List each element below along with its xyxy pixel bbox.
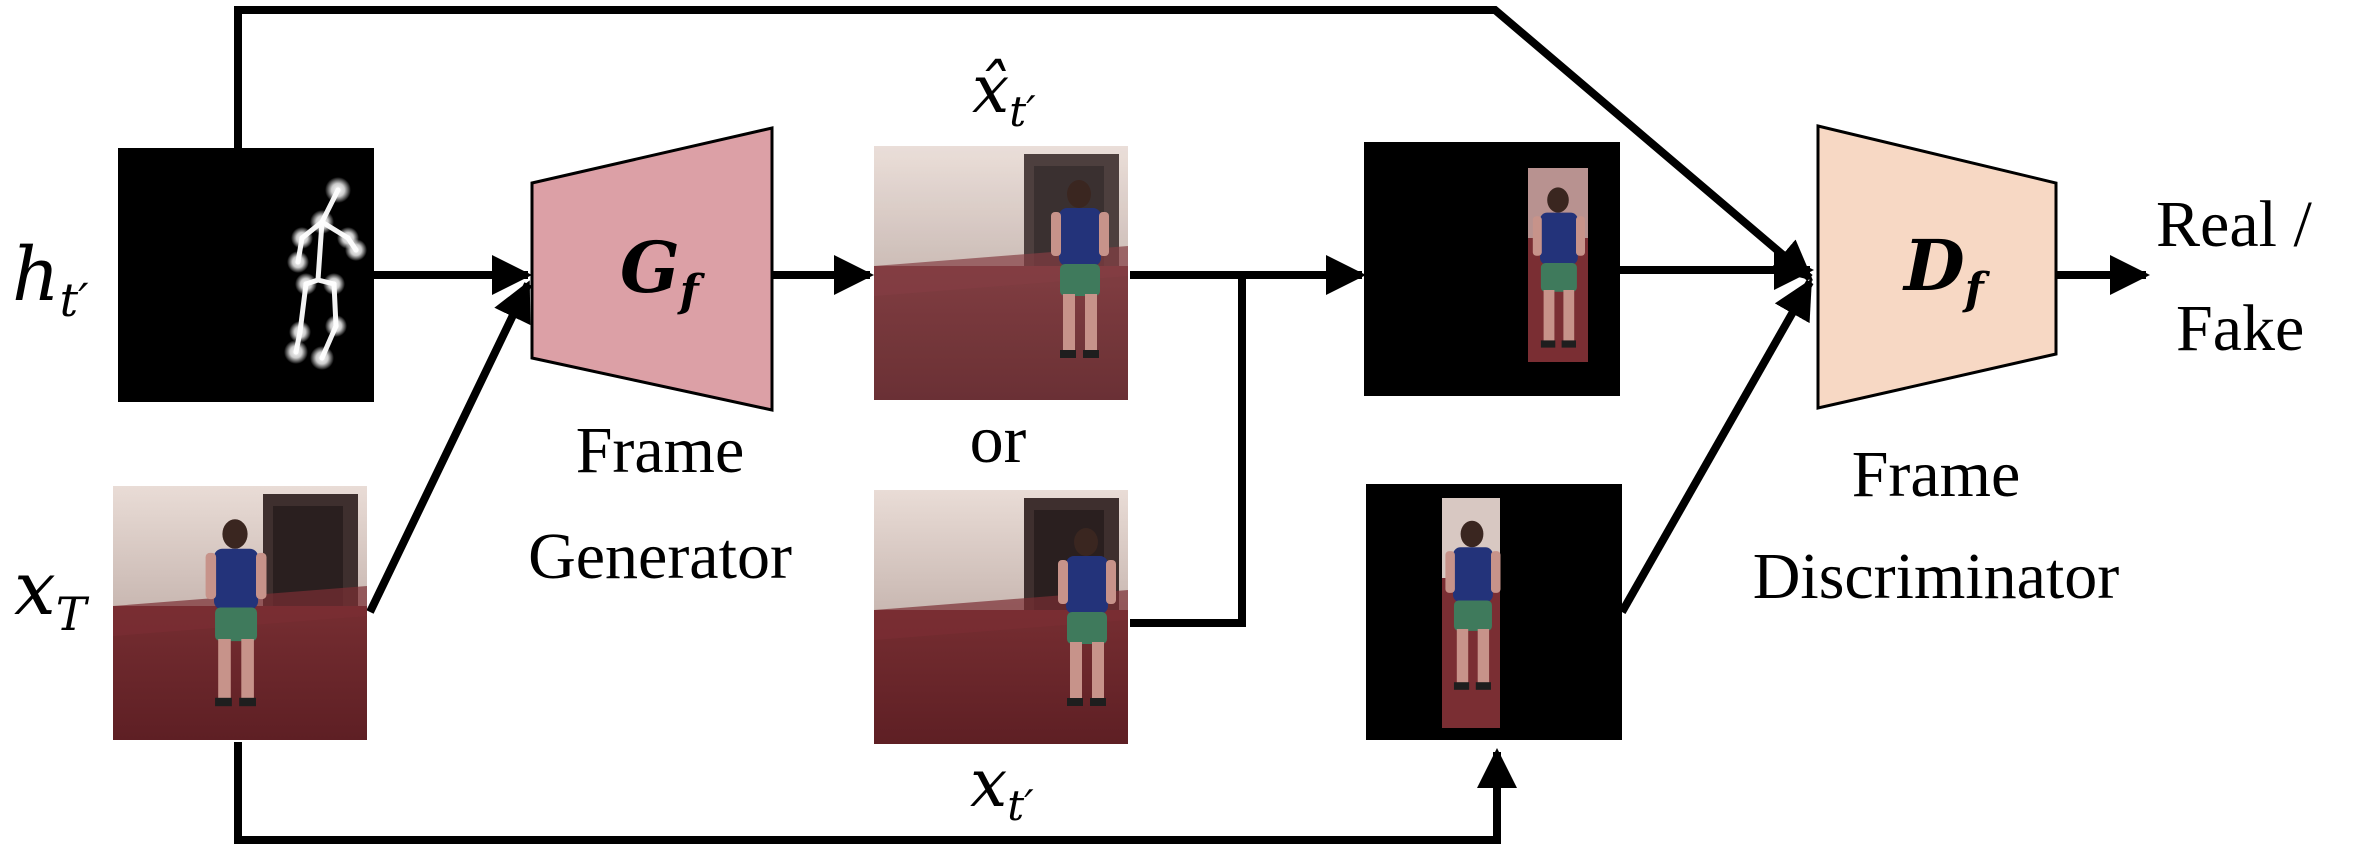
real-merge-line <box>1130 275 1246 627</box>
masked-target-frame-image <box>1366 484 1622 740</box>
generated-frame-label: x̂t′ <box>972 51 1036 136</box>
real-frame-label: xt′ <box>970 745 1034 830</box>
generator-shape <box>530 126 774 412</box>
generator-caption-line2: Generator <box>528 520 792 593</box>
frame-discriminator-block <box>1816 124 2058 410</box>
pose-skip-arrow <box>234 5 1814 282</box>
generated-frame-image <box>874 146 1128 400</box>
target-masked-to-discriminator-arrow <box>1618 278 1814 614</box>
discriminator-shape <box>1816 124 2058 410</box>
frame-generator-block <box>530 126 774 412</box>
connectors <box>234 5 2150 844</box>
target-skip-arrow <box>234 742 1517 844</box>
target-input-label: xT <box>14 546 90 641</box>
generator-caption-line1: Frame <box>576 414 745 487</box>
output-label-line1: Real / <box>2156 188 2312 261</box>
target-to-generator-arrow <box>366 280 532 614</box>
or-label: or <box>970 401 1027 477</box>
pose-input-label: ht′ <box>12 232 89 327</box>
discriminator-caption-line2: Discriminator <box>1753 540 2120 613</box>
discriminator-caption-line1: Frame <box>1852 438 2021 511</box>
pose-heatmap-image <box>118 148 374 402</box>
target-frame-image <box>113 486 367 740</box>
output-label-line2: Fake <box>2176 292 2304 365</box>
masked-generated-frame-image <box>1364 142 1620 396</box>
real-frame-image <box>874 490 1128 744</box>
